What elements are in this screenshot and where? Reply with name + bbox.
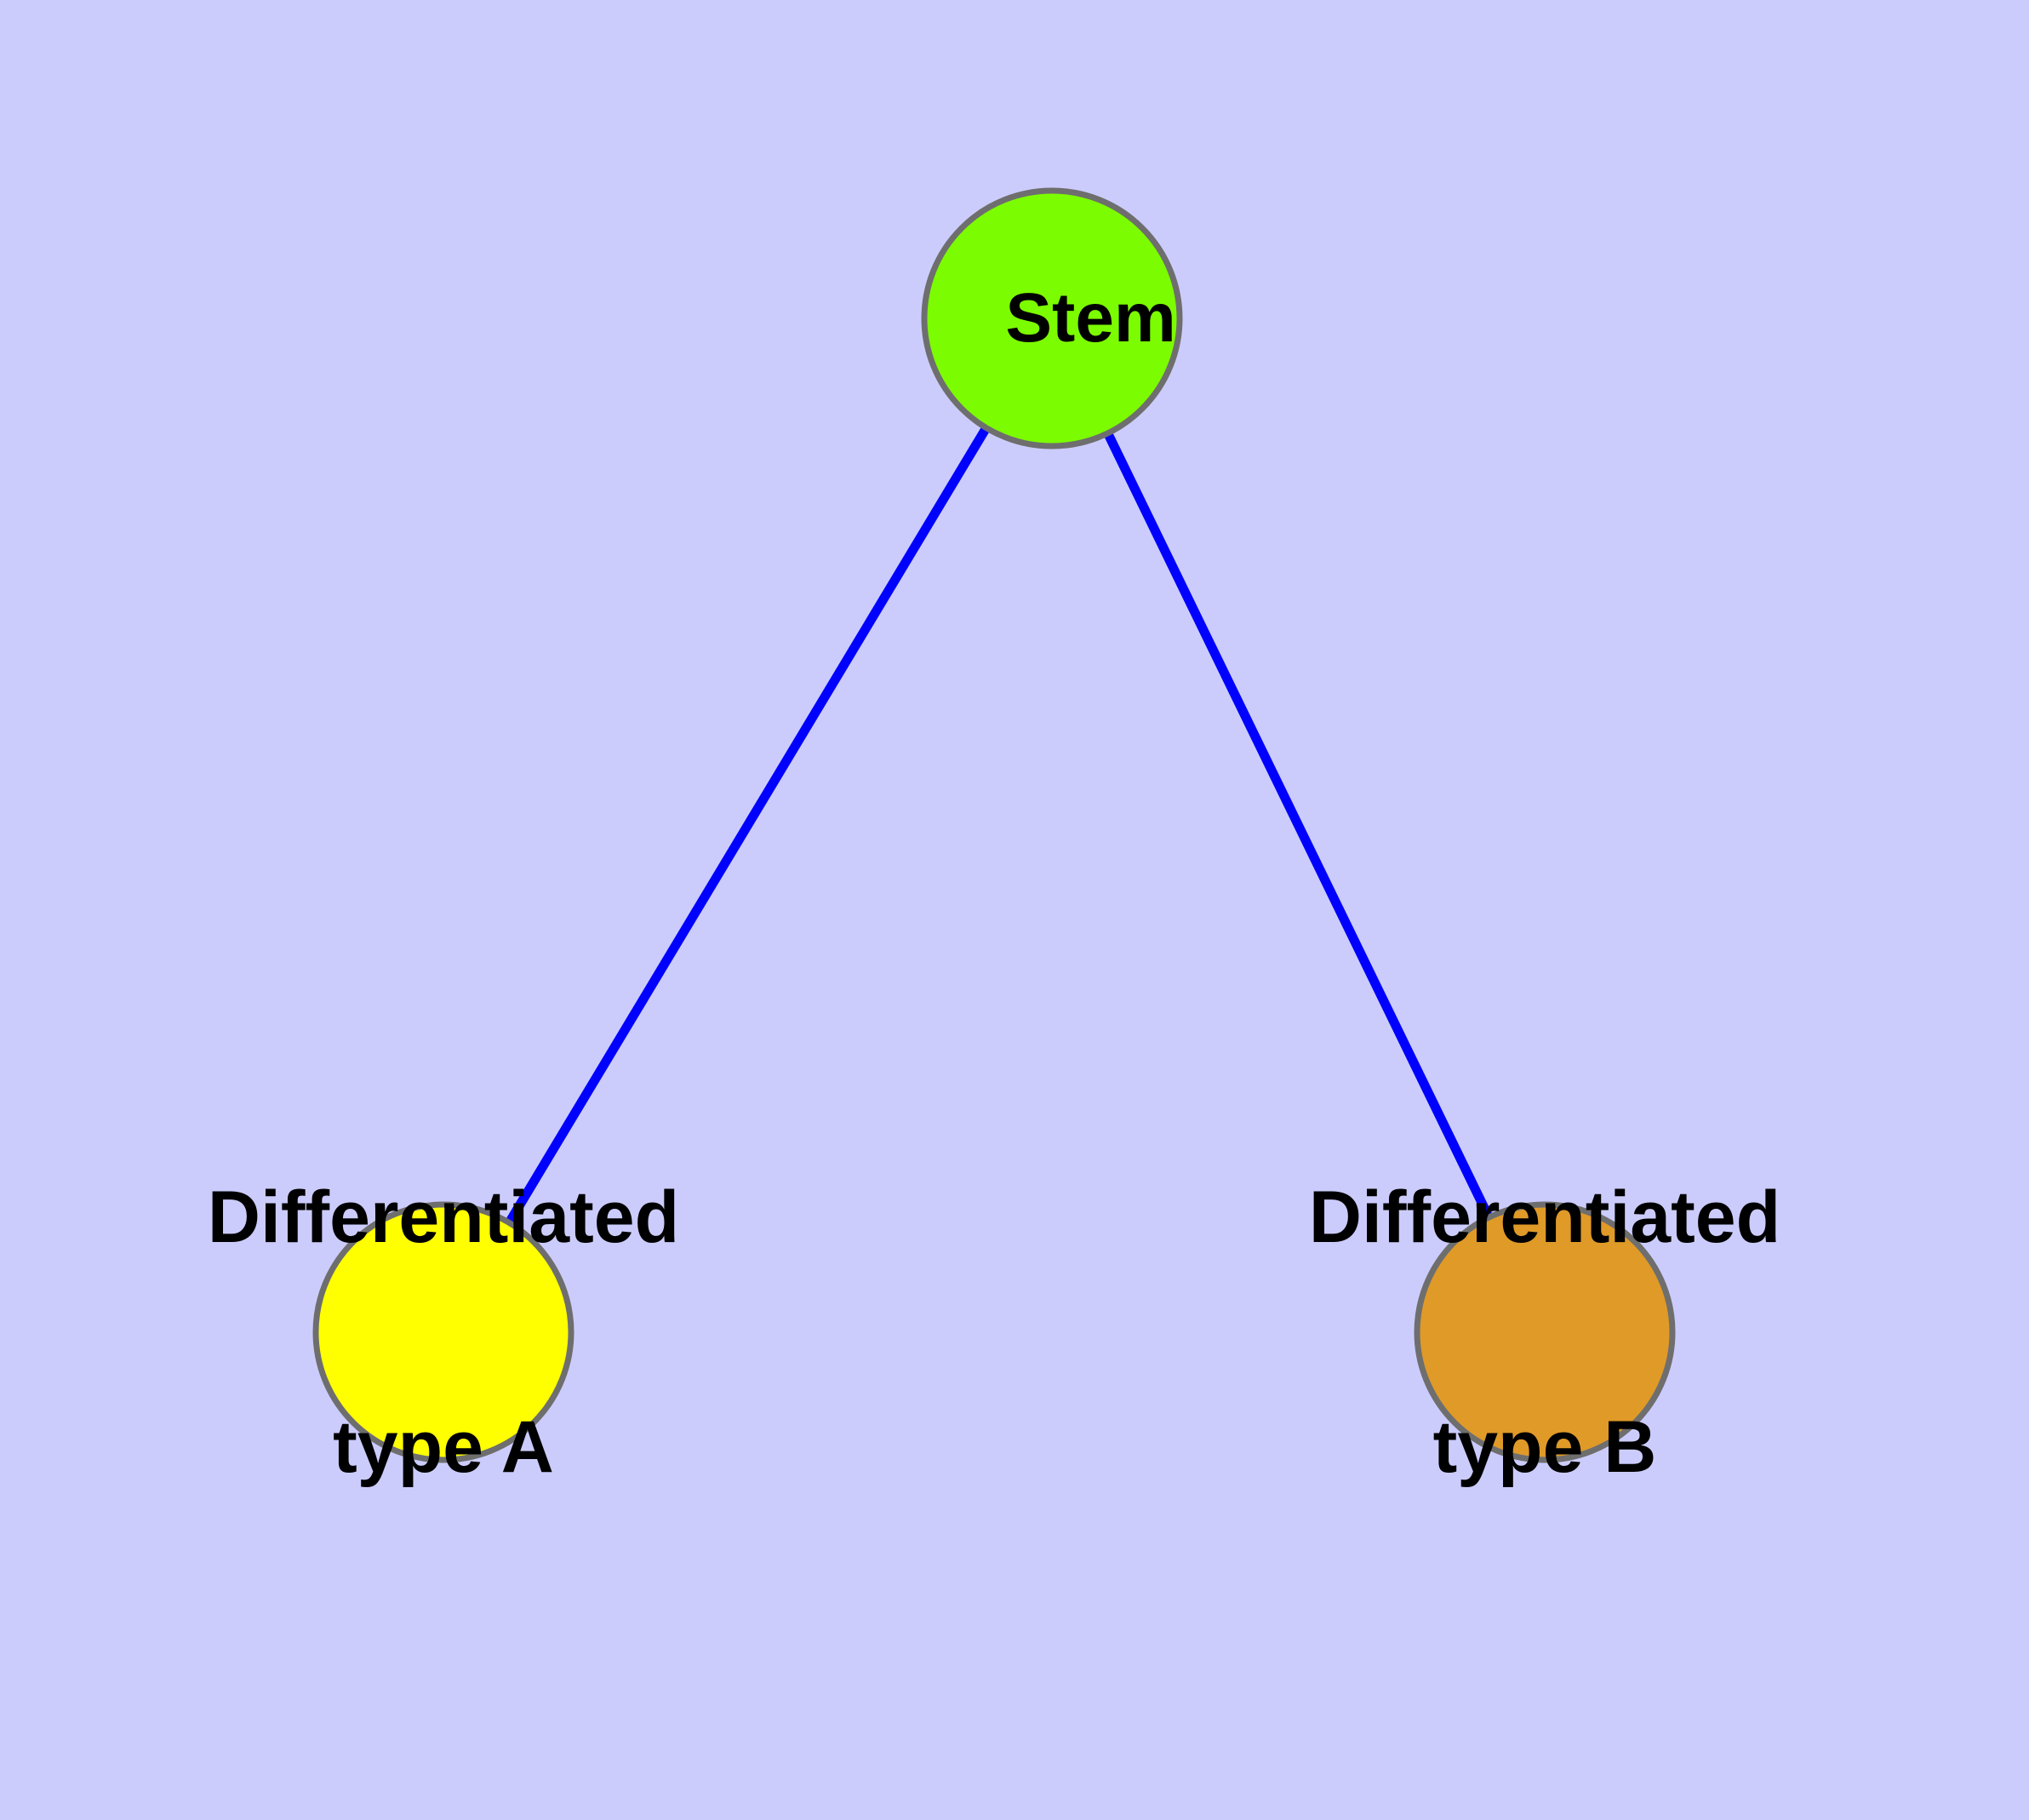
node-stem[interactable] [921, 187, 1183, 449]
node-differentiated-type-a[interactable] [312, 1201, 574, 1463]
edge-layer [495, 409, 1501, 1242]
node-differentiated-type-b[interactable] [1414, 1201, 1676, 1463]
edge-stem-to-differentiated-type-a[interactable] [495, 409, 1000, 1242]
node-layer [312, 187, 1676, 1463]
edge-stem-to-differentiated-type-b[interactable] [1095, 414, 1501, 1237]
